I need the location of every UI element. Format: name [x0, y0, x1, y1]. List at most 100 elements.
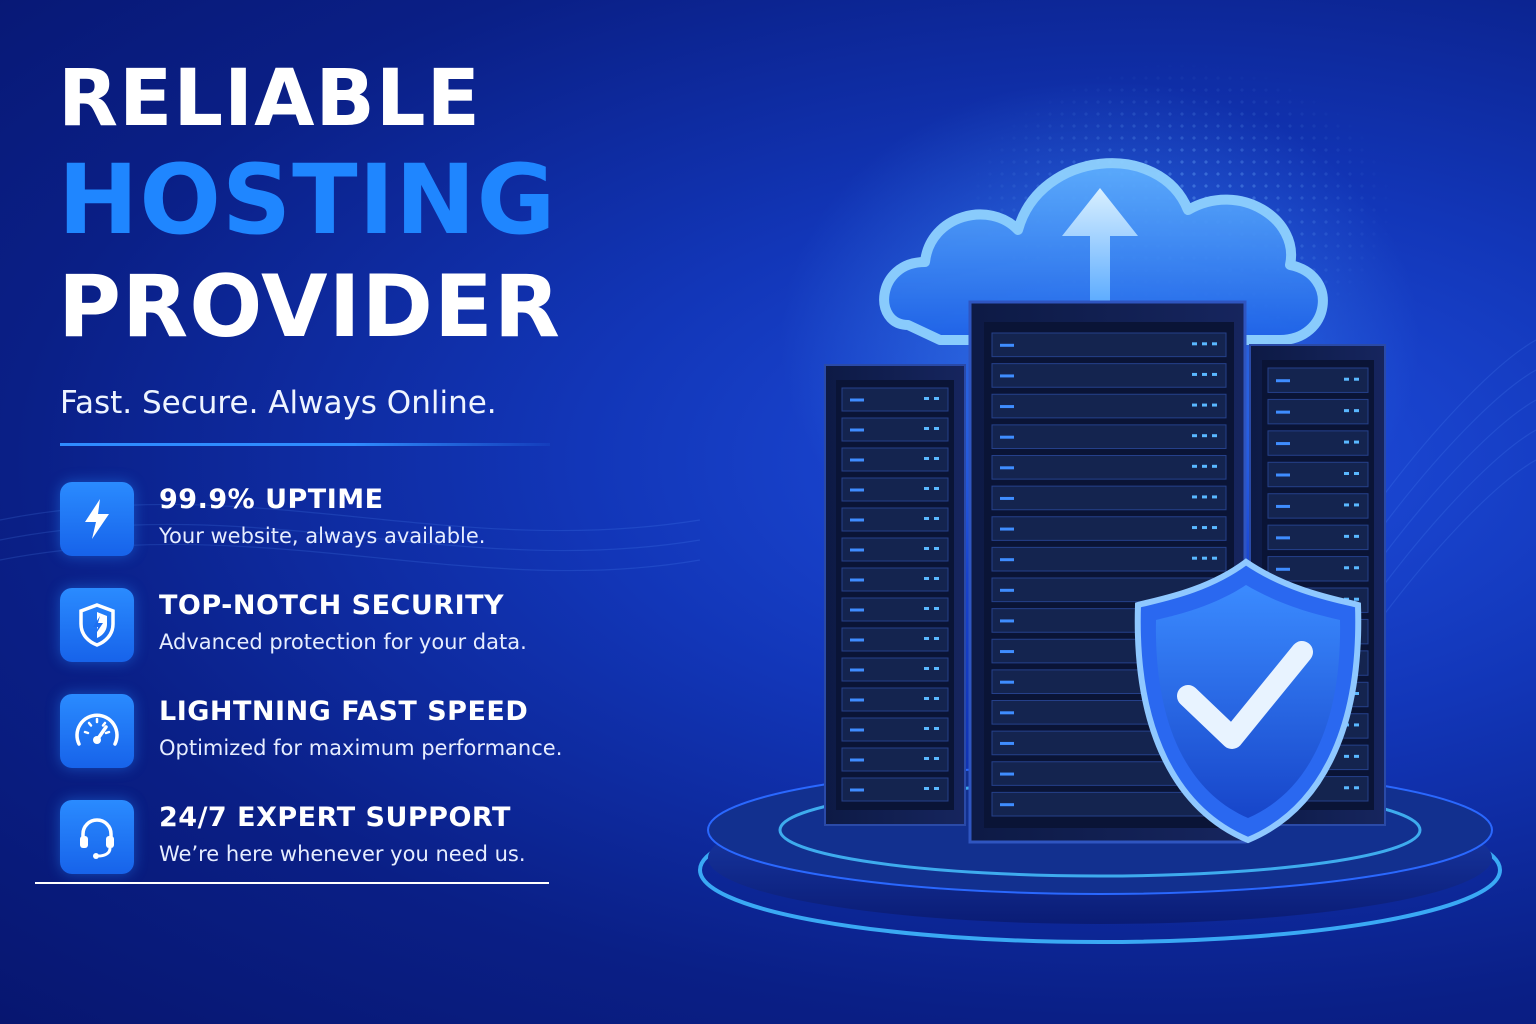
- server-led: [1344, 566, 1349, 570]
- server-led: [1344, 472, 1349, 475]
- server-led: [924, 727, 929, 730]
- server-led: [1000, 772, 1014, 776]
- server-led: [1000, 466, 1014, 470]
- feature-title: LIGHTNING FAST SPEED: [159, 696, 529, 727]
- server-led: [1000, 650, 1014, 654]
- server-led: [1212, 556, 1217, 560]
- server-led: [1354, 534, 1359, 538]
- server-led: [1192, 526, 1197, 530]
- server-led: [1000, 435, 1014, 439]
- headline-line-reliable: RELIABLE: [58, 54, 481, 144]
- shield-check-icon: [1134, 558, 1362, 844]
- server-led: [1354, 440, 1359, 444]
- server-led: [1192, 403, 1197, 407]
- server-led: [934, 397, 939, 400]
- feature-title: TOP-NOTCH SECURITY: [159, 590, 505, 621]
- server-led: [924, 667, 929, 670]
- server-led: [850, 698, 864, 702]
- server-led: [1192, 434, 1197, 438]
- server-led: [1000, 711, 1014, 715]
- server-led: [1202, 495, 1207, 499]
- server-led: [934, 697, 939, 700]
- server-led: [1000, 680, 1014, 684]
- server-unit: [841, 717, 949, 742]
- server-led: [934, 757, 939, 760]
- server-led: [1276, 536, 1290, 540]
- server-led: [1000, 619, 1014, 623]
- server-led: [1000, 803, 1014, 807]
- server-unit: [991, 393, 1227, 419]
- server-led: [1000, 527, 1014, 531]
- server-unit: [841, 747, 949, 772]
- server-unit: [841, 447, 949, 472]
- server-unit: [991, 332, 1227, 358]
- server-unit: [841, 417, 949, 442]
- server-led: [1276, 473, 1290, 477]
- server-led: [934, 607, 939, 610]
- server-led: [1276, 504, 1290, 508]
- headline: RELIABLE HOSTING PROVIDER: [58, 60, 561, 350]
- server-led: [1202, 464, 1207, 468]
- server-rack-left: [824, 364, 966, 826]
- server-led: [934, 457, 939, 460]
- feature-description: We’re here whenever you need us.: [159, 842, 526, 866]
- server-led: [1354, 566, 1359, 570]
- server-led: [924, 427, 929, 430]
- server-led: [1202, 556, 1207, 560]
- server-led: [1354, 692, 1359, 695]
- server-led: [1212, 464, 1217, 468]
- server-led: [924, 517, 929, 520]
- server-led: [850, 788, 864, 792]
- server-led: [1354, 503, 1359, 507]
- feature-description: Optimized for maximum performance.: [159, 736, 563, 760]
- server-led: [934, 547, 939, 550]
- server-led: [934, 517, 939, 520]
- server-led: [1202, 403, 1207, 407]
- server-led: [1212, 526, 1217, 530]
- server-led: [934, 787, 939, 790]
- server-led: [1000, 741, 1014, 745]
- feature-title: 24/7 EXPERT SUPPORT: [159, 802, 511, 833]
- tagline: Fast. Secure. Always Online.: [60, 385, 497, 421]
- server-led: [1202, 342, 1207, 346]
- server-unit: [991, 363, 1227, 388]
- server-unit: [841, 387, 949, 412]
- server-unit: [841, 777, 949, 802]
- server-led: [850, 578, 864, 582]
- server-led: [934, 667, 939, 670]
- headset-icon: [60, 800, 134, 874]
- server-led: [924, 607, 929, 610]
- feature-title: 99.9% UPTIME: [159, 484, 384, 515]
- server-led: [924, 547, 929, 550]
- server-led: [924, 577, 929, 580]
- server-led: [1276, 379, 1290, 383]
- server-led: [1212, 495, 1217, 499]
- server-led: [850, 428, 864, 432]
- server-led: [1354, 377, 1359, 381]
- cloud-upload-icon: [879, 158, 1328, 345]
- server-led: [1192, 556, 1197, 560]
- server-led: [850, 638, 864, 642]
- server-led: [934, 577, 939, 580]
- server-unit: [841, 597, 949, 622]
- server-led: [924, 697, 929, 700]
- server-unit: [991, 546, 1227, 572]
- server-led: [1000, 374, 1014, 378]
- server-led: [1276, 567, 1290, 571]
- server-unit: [991, 516, 1227, 541]
- server-led: [850, 518, 864, 522]
- server-led: [1192, 464, 1197, 468]
- server-led: [850, 458, 864, 462]
- server-unit: [841, 477, 949, 502]
- server-led: [924, 487, 929, 490]
- server-led: [1202, 372, 1207, 376]
- underline-rule: [35, 882, 549, 884]
- server-unit: [841, 507, 949, 532]
- server-led: [1202, 526, 1207, 530]
- server-led: [1202, 434, 1207, 438]
- server-led: [1192, 342, 1197, 346]
- server-led: [924, 787, 929, 790]
- server-led: [1354, 786, 1359, 790]
- server-led: [934, 487, 939, 490]
- server-led: [850, 728, 864, 732]
